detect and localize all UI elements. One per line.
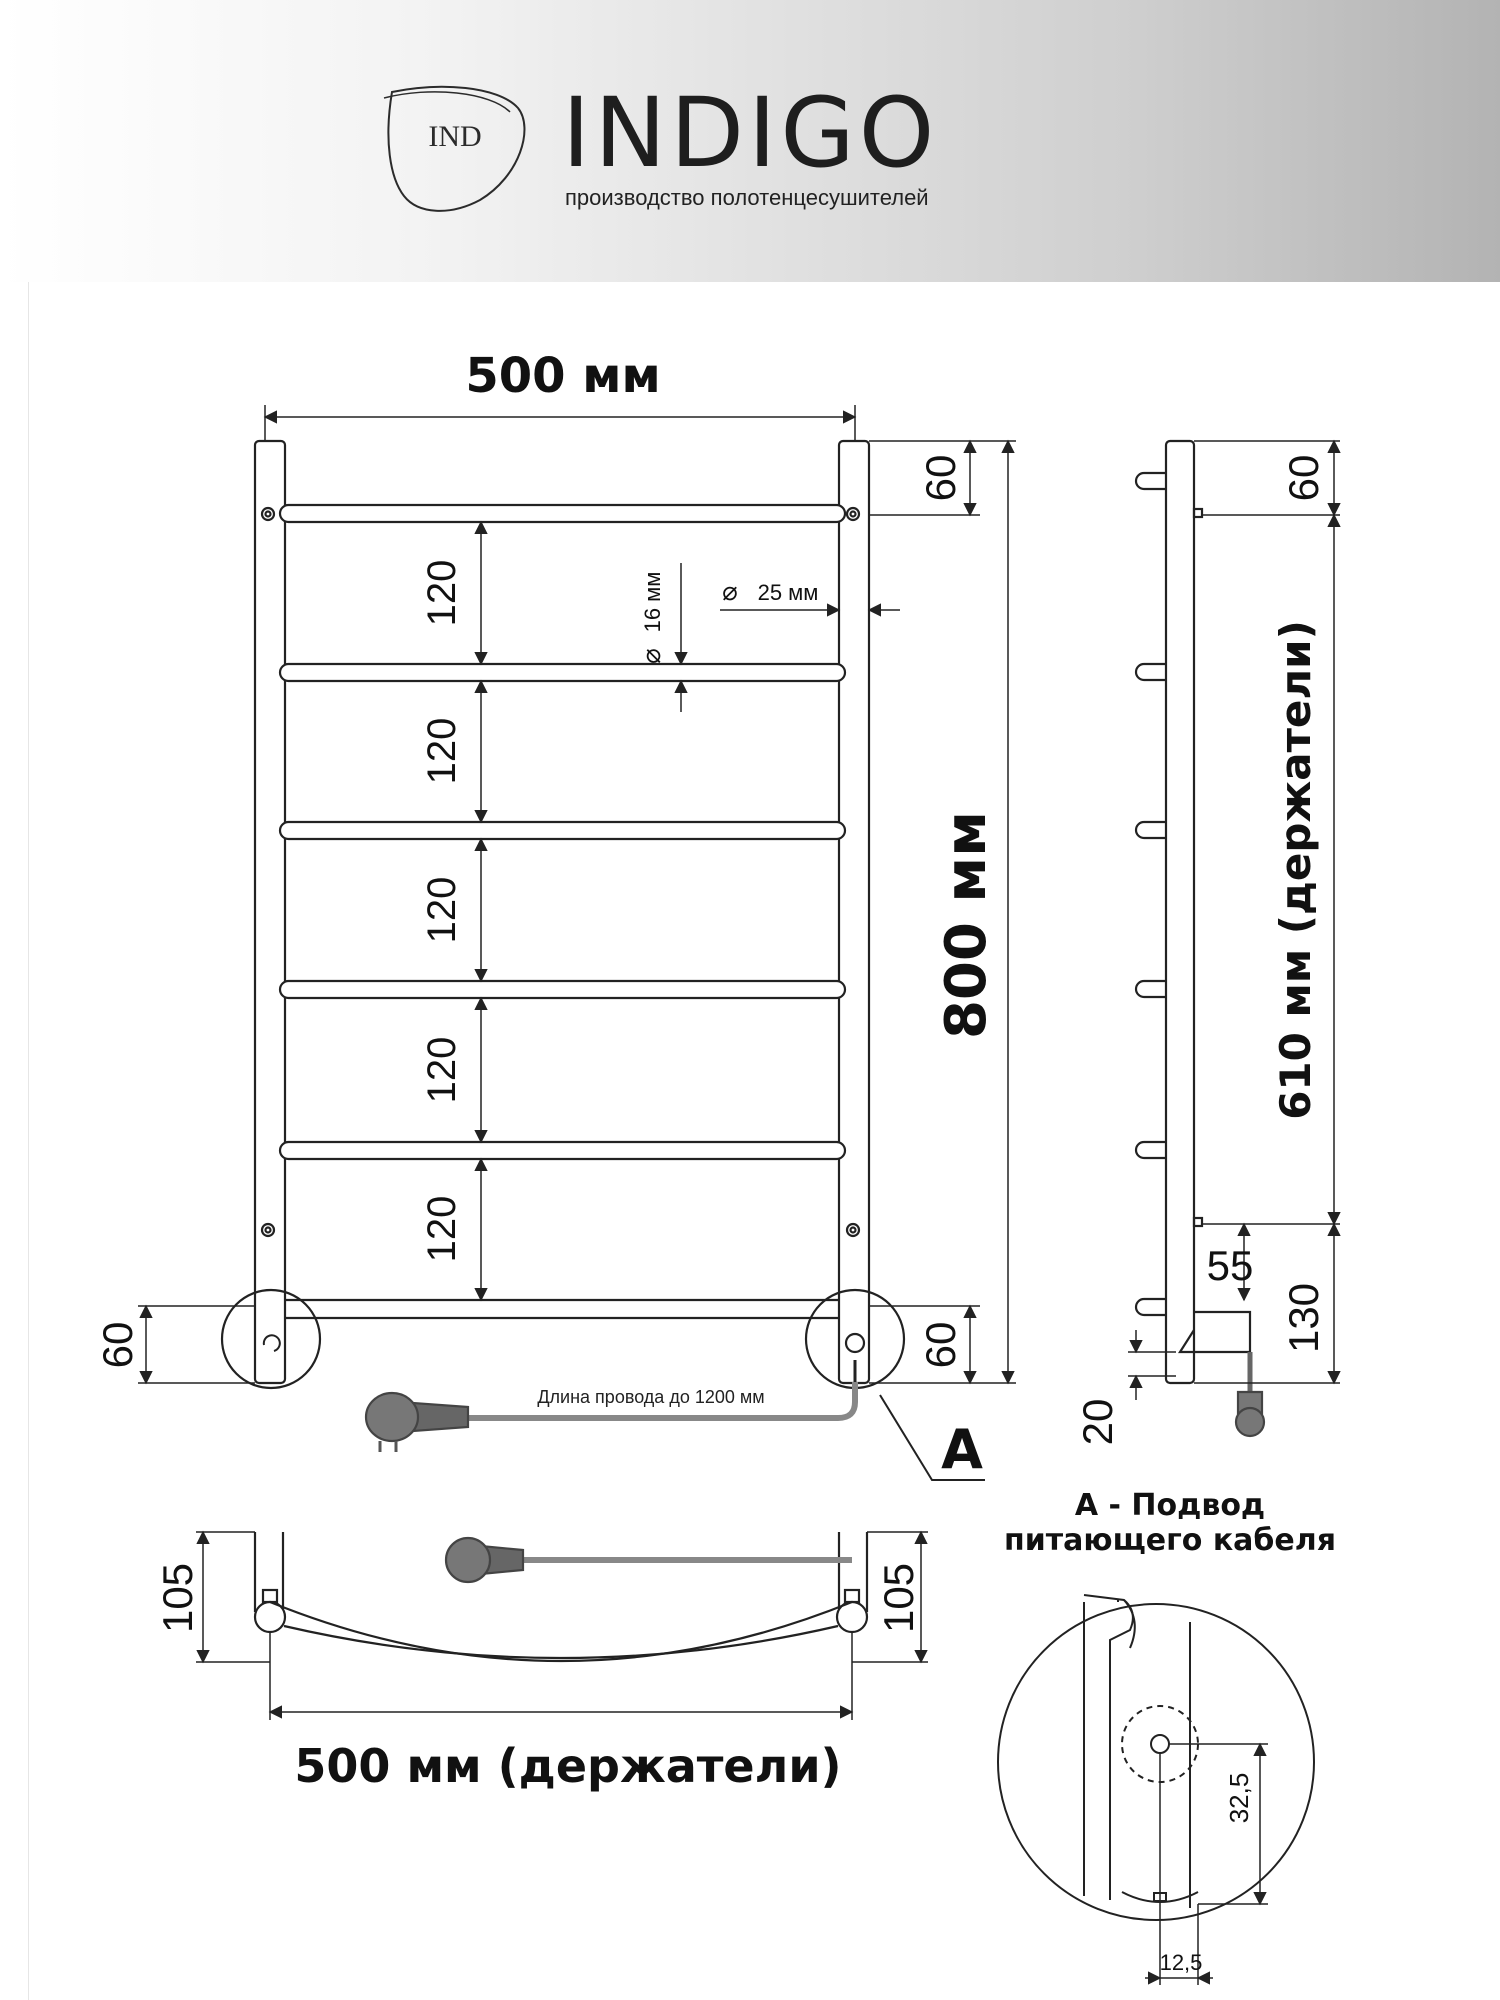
front-bottom-offset-left: 60 [94, 1322, 141, 1369]
front-bottom-offset-right: 60 [917, 1322, 964, 1369]
rung-1 [278, 503, 847, 524]
front-spacing-2: 120 [420, 718, 464, 785]
brand-name: INDIGO [562, 77, 938, 189]
rung-diameter-label: 16 мм [640, 572, 665, 633]
detail-title-1: A - Подвод [1075, 1488, 1265, 1523]
front-spacing-5: 120 [420, 1196, 464, 1263]
side-mount-span: 610 мм (держатели) [1271, 620, 1320, 1120]
rung-4 [278, 979, 847, 1000]
front-spacing-3: 120 [420, 877, 464, 944]
front-spacing-1: 120 [420, 560, 464, 627]
right-post [837, 439, 871, 1385]
power-cable [468, 1382, 858, 1421]
brand-tagline: производство полотенцесушителей [565, 185, 929, 210]
front-spacing-4: 120 [420, 1037, 464, 1104]
front-top-offset: 60 [917, 455, 964, 502]
side-dim-20: 20 [1074, 1399, 1121, 1446]
detail-circle [997, 1603, 1315, 1921]
front-height-label: 800 мм [934, 811, 999, 1039]
side-dim-55: 55 [1207, 1242, 1254, 1289]
diameter-symbol-16: ⌀ [636, 648, 666, 664]
brand-header [0, 0, 1500, 282]
side-dim-130: 130 [1280, 1283, 1327, 1353]
left-post [253, 439, 287, 1385]
front-view [220, 439, 985, 1481]
rung-5 [278, 1140, 847, 1161]
top-left-depth: 105 [154, 1563, 201, 1633]
post-diameter-label: 25 мм [758, 580, 819, 605]
detail-dim-horizontal: 12,5 [1160, 1950, 1203, 1975]
side-top-offset: 60 [1280, 455, 1327, 502]
detail-title-2: питающего кабеля [1004, 1523, 1336, 1558]
cable-length-note: Длина провода до 1200 мм [537, 1387, 764, 1407]
detail-marker-a: A [941, 1418, 983, 1481]
top-right-depth: 105 [875, 1563, 922, 1633]
detail-dimensions [1145, 1742, 1268, 1985]
detail-a-view [997, 1594, 1315, 1921]
rung-3 [278, 820, 847, 841]
side-post [1164, 439, 1196, 1385]
brand-logo-mark [383, 85, 526, 212]
detail-dim-vertical: 32,5 [1224, 1773, 1254, 1824]
side-view [1134, 439, 1266, 1438]
front-dimensions [138, 405, 1016, 1385]
brand-logo-initials: IND [428, 120, 481, 153]
diameter-symbol-25: ⌀ [722, 576, 738, 606]
front-width-label: 500 мм [465, 348, 660, 404]
rung-2 [278, 662, 847, 683]
side-dimensions [1128, 439, 1341, 1400]
curved-rung-inner [283, 1624, 839, 1660]
mount-circle-left [220, 1288, 322, 1390]
top-view [253, 1532, 869, 1663]
curved-rung-outer [269, 1600, 853, 1663]
top-width-label: 500 мм (держатели) [294, 1739, 841, 1793]
top-dimensions [196, 1530, 928, 1720]
